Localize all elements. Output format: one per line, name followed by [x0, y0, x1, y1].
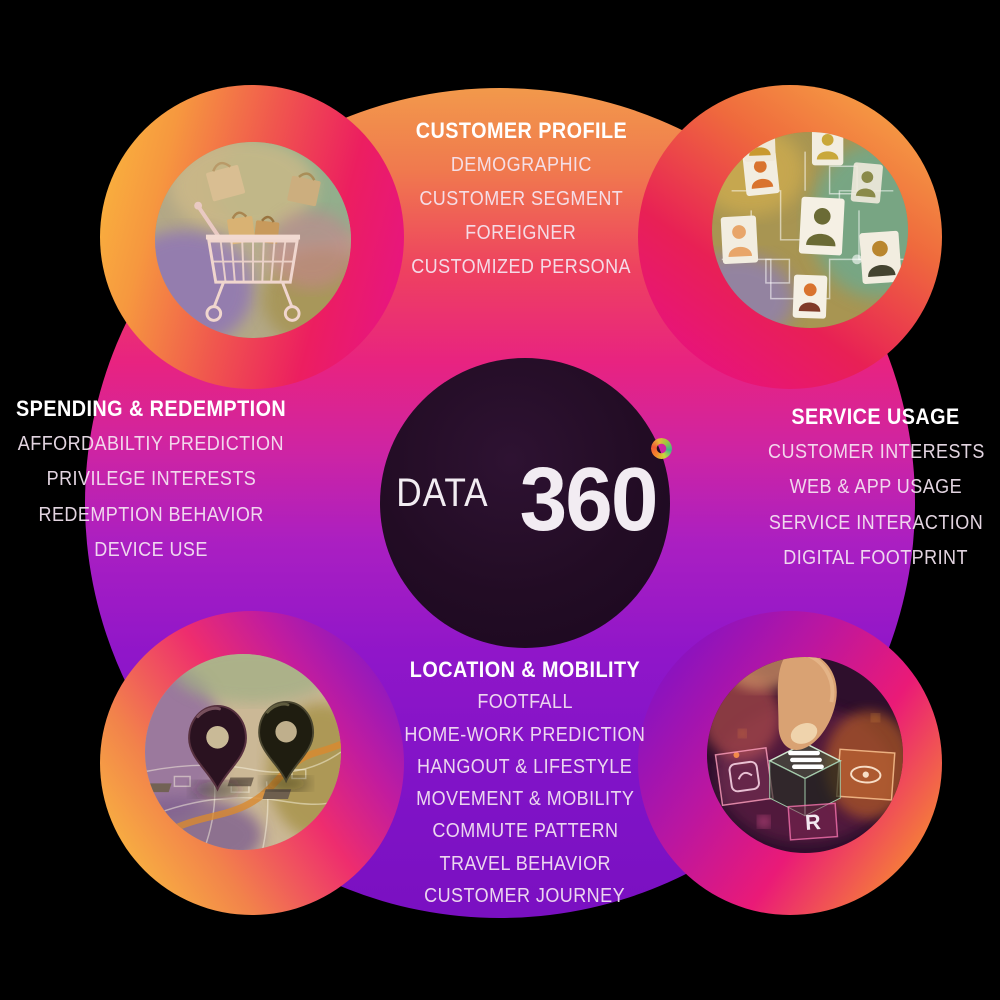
section-item: FOOTFALL — [477, 691, 573, 714]
section-item: CUSTOMER JOURNEY — [424, 885, 626, 908]
page-title: DATA 360 — [380, 440, 670, 560]
section-customer-profile: CUSTOMER PROFILE DEMOGRAPHIC CUSTOMER SE… — [371, 114, 671, 284]
section-item: DIGITAL FOOTPRINT — [783, 547, 969, 569]
title-number: 360 — [519, 449, 659, 550]
section-item: REDEMPTION BEHAVIOR — [38, 503, 264, 526]
degree-ring-icon — [651, 438, 672, 459]
section-item: PRIVILEGE INTERESTS — [46, 468, 256, 490]
cube-letter: R — [804, 809, 822, 835]
touch-cubes-illustration: R — [707, 657, 903, 853]
section-item: COMMUTE PATTERN — [431, 820, 619, 843]
shopping-cart-illustration — [155, 142, 351, 338]
title-prefix: DATA — [395, 470, 488, 515]
finger-shape — [723, 657, 837, 750]
section-item: TRAVEL BEHAVIOR — [439, 852, 611, 875]
section-item: CUSTOMER INTERESTS — [767, 440, 985, 463]
section-item: MOVEMENT & MOBILITY — [415, 788, 635, 811]
section-item: AFFORDABILTIY PREDICTION — [17, 432, 285, 455]
section-item: WEB & APP USAGE — [789, 476, 963, 498]
section-item: CUSTOMER SEGMENT — [419, 188, 623, 210]
touch-cubes-photo: R — [707, 657, 903, 853]
section-heading: LOCATION & MOBILITY — [409, 657, 641, 682]
center-dark-circle — [380, 358, 670, 648]
section-location-mobility: LOCATION & MOBILITY FOOTFALL HOME-WORK P… — [374, 654, 676, 912]
section-item: FOREIGNER — [465, 222, 577, 244]
section-heading: CUSTOMER PROFILE — [415, 118, 627, 143]
section-item: DEVICE USE — [94, 539, 208, 561]
section-item: HANGOUT & LIFESTYLE — [417, 755, 633, 778]
map-pins-photo — [145, 654, 341, 850]
section-heading: SPENDING & REDEMPTION — [15, 396, 287, 421]
section-item: DEMOGRAPHIC — [450, 154, 592, 176]
section-spending-redemption: SPENDING & REDEMPTION AFFORDABILTIY PRED… — [0, 391, 302, 569]
section-item: HOME-WORK PREDICTION — [404, 723, 646, 746]
section-heading: SERVICE USAGE — [791, 404, 961, 429]
people-network-photo — [712, 132, 908, 328]
map-pins-illustration — [145, 654, 341, 850]
section-item: CUSTOMIZED PERSONA — [411, 256, 631, 278]
section-item: SERVICE INTERACTION — [768, 511, 984, 534]
people-network-illustration — [712, 132, 908, 328]
shopping-cart-photo — [155, 142, 351, 338]
section-service-usage: SERVICE USAGE CUSTOMER INTERESTS WEB & A… — [750, 399, 1000, 577]
